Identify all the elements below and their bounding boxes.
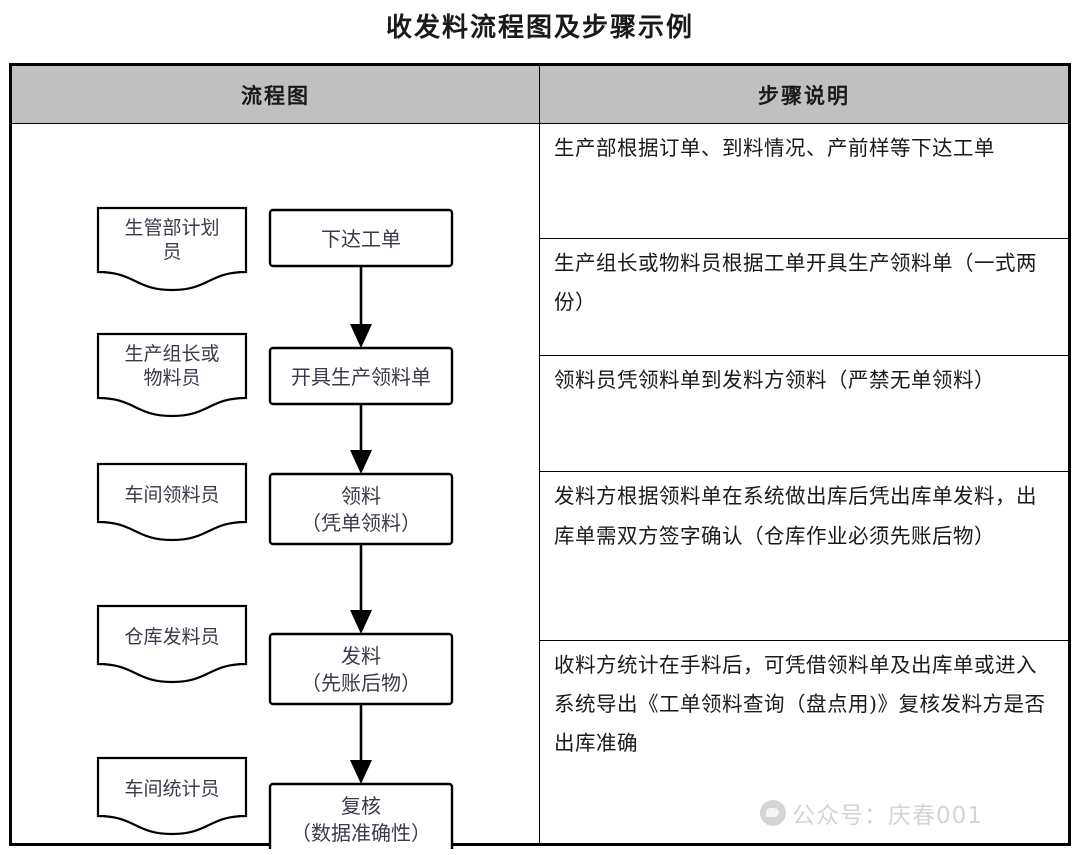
arrow-2-to-3 <box>350 404 372 474</box>
arrow-3-to-4 <box>350 544 372 634</box>
flow-table: 流程图 步骤说明 生管部计划 员 <box>9 63 1071 849</box>
svg-text:生产组长或: 生产组长或 <box>124 343 219 365</box>
flowchart-cell: 生管部计划 员 下达工单 生产组长或 物料员 <box>12 124 540 849</box>
svg-text:（先账后物）: （先账后物） <box>301 671 421 695</box>
column-header-steps: 步骤说明 <box>758 82 850 108</box>
role-shape-4: 仓库发料员 <box>96 604 248 684</box>
svg-text:物料员: 物料员 <box>143 367 200 389</box>
step-description-2: 生产组长或物料员根据工单开具生产领料单（一式两份） <box>540 239 1068 357</box>
steps-cell-column: 生产部根据订单、到料情况、产前样等下达工单 生产组长或物料员根据工单开具生产领料… <box>540 124 1068 843</box>
svg-text:生管部计划: 生管部计划 <box>124 217 219 239</box>
svg-text:（凭单领料）: （凭单领料） <box>301 511 421 535</box>
svg-text:复核: 复核 <box>341 794 381 818</box>
step-description-4: 发料方根据领料单在系统做出库后凭出库单发料，出库单需双方签字确认（仓库作业必须先… <box>540 472 1068 641</box>
process-box-4: 发料 （先账后物） <box>268 632 454 706</box>
role-shape-5: 车间统计员 <box>96 756 248 836</box>
step-description-3: 领料员凭领料单到发料方领料（严禁无单领料） <box>540 356 1068 473</box>
process-box-5: 复核 （数据准确性） <box>268 782 454 849</box>
column-header-flowchart: 流程图 <box>12 66 540 123</box>
step-description-5: 收料方统计在手料后，可凭借领料单及出库单或进入系统导出《工单领料查询（盘点用)》… <box>554 652 1046 756</box>
svg-text:仓库发料员: 仓库发料员 <box>124 626 219 648</box>
role-shape-2: 生产组长或 物料员 <box>96 332 248 418</box>
arrow-1-to-2 <box>350 266 372 348</box>
process-box-1: 下达工单 <box>268 208 454 268</box>
svg-text:发料: 发料 <box>341 644 381 668</box>
table-header-row: 流程图 步骤说明 <box>12 66 1068 124</box>
svg-text:员: 员 <box>162 241 181 263</box>
svg-text:车间领料员: 车间领料员 <box>124 484 219 506</box>
process-box-2: 开具生产领料单 <box>268 346 454 406</box>
svg-text:领料: 领料 <box>341 484 381 508</box>
step-description-1: 生产部根据订单、到料情况、产前样等下达工单 <box>540 124 1068 240</box>
svg-text:车间统计员: 车间统计员 <box>124 778 219 800</box>
svg-text:下达工单: 下达工单 <box>321 227 401 251</box>
arrow-4-to-5 <box>350 704 372 784</box>
svg-text:开具生产领料单: 开具生产领料单 <box>291 365 431 389</box>
table-body: 生管部计划 员 下达工单 生产组长或 物料员 <box>12 124 1068 849</box>
svg-text:（数据准确性）: （数据准确性） <box>291 821 431 845</box>
role-shape-1: 生管部计划 员 <box>96 206 248 292</box>
process-box-3: 领料 （凭单领料） <box>268 472 454 546</box>
role-shape-3: 车间领料员 <box>96 462 248 542</box>
page-title: 收发料流程图及步骤示例 <box>385 13 694 43</box>
flowchart-canvas: 生管部计划 员 下达工单 生产组长或 物料员 <box>12 124 539 849</box>
